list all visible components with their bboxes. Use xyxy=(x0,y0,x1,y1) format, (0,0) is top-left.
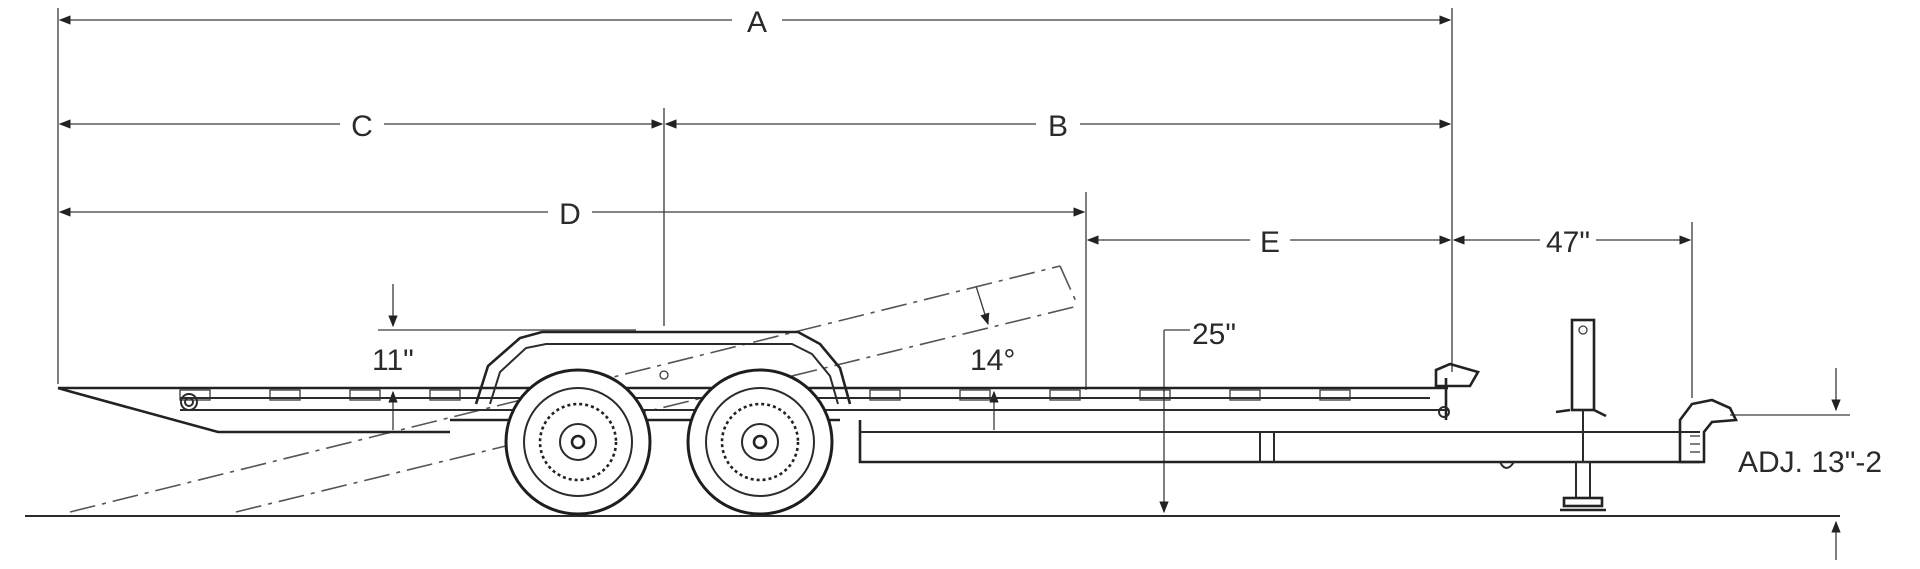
dimension-e-label: E xyxy=(1260,226,1280,259)
tongue-jack xyxy=(1555,318,1607,512)
dimension-a-label: A xyxy=(747,6,767,39)
extension-lines xyxy=(57,8,1693,398)
deck-height-label: 25" xyxy=(1192,318,1236,351)
dimension-b-label: B xyxy=(1048,110,1068,143)
coupler-height-label: ADJ. 13"-2 xyxy=(1738,446,1882,479)
fender xyxy=(474,330,852,405)
deck-stop-bracket xyxy=(1434,362,1480,418)
side-height-label: 11" xyxy=(372,344,414,377)
dimension-coupler-height: ADJ. 13"-2 xyxy=(1730,368,1882,560)
dimension-side-height: 11" xyxy=(372,284,636,430)
deck-pivot-bolt xyxy=(180,393,198,411)
trailer-frame xyxy=(858,420,1700,469)
dimension-c-label: C xyxy=(351,110,373,143)
front-wheel xyxy=(686,368,834,516)
tilted-deck-phantom xyxy=(69,265,1079,513)
dimension-tongue: 47" xyxy=(1452,224,1692,259)
dimension-d-label: D xyxy=(559,198,581,231)
dimension-b: B xyxy=(664,108,1452,143)
rear-wheel xyxy=(504,368,652,516)
dimension-deck-height: 25" xyxy=(1159,318,1236,514)
dimension-tilt-angle: 14° xyxy=(970,285,1015,430)
dimension-c: C xyxy=(58,108,664,143)
dimension-tongue-label: 47" xyxy=(1546,226,1590,259)
dimension-e: E xyxy=(1086,224,1452,259)
dimension-a: A xyxy=(58,4,1452,39)
tilt-angle-label: 14° xyxy=(970,344,1015,377)
dimension-d: D xyxy=(58,196,1086,231)
coupler xyxy=(1678,398,1739,464)
